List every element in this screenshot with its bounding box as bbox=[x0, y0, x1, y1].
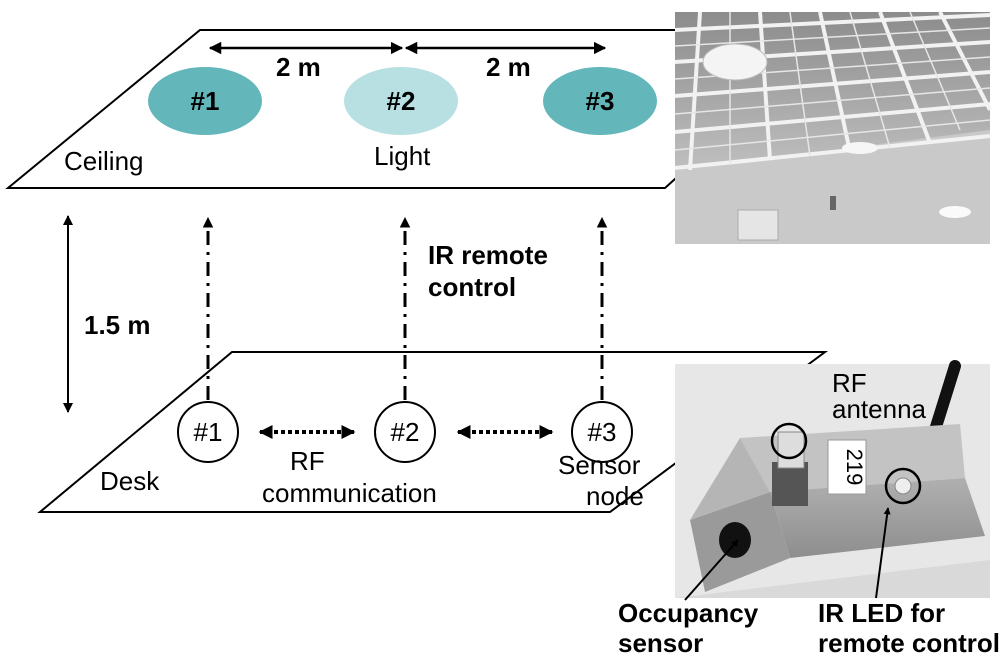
antenna-label-line2: antenna bbox=[832, 394, 927, 424]
antenna-callout-circle bbox=[770, 422, 808, 460]
irled-label-line2: remote control bbox=[818, 628, 1000, 658]
light-3 bbox=[543, 67, 657, 135]
light-2 bbox=[344, 67, 458, 135]
ir-label-line1: IR remote bbox=[428, 240, 548, 270]
node-2 bbox=[374, 401, 436, 463]
spacing-label-left: 2 m bbox=[276, 52, 321, 82]
sensor-node-label-line1: Sensor bbox=[558, 450, 641, 480]
height-label: 1.5 m bbox=[84, 310, 151, 340]
light-3-label: #3 bbox=[586, 86, 615, 116]
occupancy-label-line1: Occupancy bbox=[618, 598, 759, 628]
node-3-label: #3 bbox=[588, 417, 617, 447]
rf-label-line1: RF bbox=[290, 446, 325, 476]
antenna-label-line1: RF bbox=[832, 368, 867, 398]
node-2-label: #2 bbox=[391, 417, 420, 447]
device-number: 219 bbox=[842, 449, 867, 486]
ceiling-label: Ceiling bbox=[64, 146, 144, 176]
sensor-node-label-line2: node bbox=[586, 481, 644, 511]
light-1-label: #1 bbox=[191, 86, 220, 116]
node-1 bbox=[177, 401, 239, 463]
desk-label: Desk bbox=[100, 466, 160, 496]
irled-callout-circle bbox=[884, 467, 922, 505]
light-1 bbox=[148, 67, 262, 135]
light-2-label: #2 bbox=[387, 86, 416, 116]
node-1-label: #1 bbox=[194, 417, 223, 447]
ceiling-photo bbox=[674, 11, 992, 244]
sensor-node-photo: 219 RF antenna bbox=[675, 360, 990, 601]
occupancy-label-line2: sensor bbox=[618, 628, 703, 658]
irled-label-line1: IR LED for bbox=[818, 598, 945, 628]
ir-label-line2: control bbox=[428, 272, 516, 302]
light-label: Light bbox=[374, 141, 431, 171]
spacing-label-right: 2 m bbox=[486, 52, 531, 82]
node-3 bbox=[571, 401, 633, 463]
rf-label-line2: communication bbox=[262, 478, 437, 508]
